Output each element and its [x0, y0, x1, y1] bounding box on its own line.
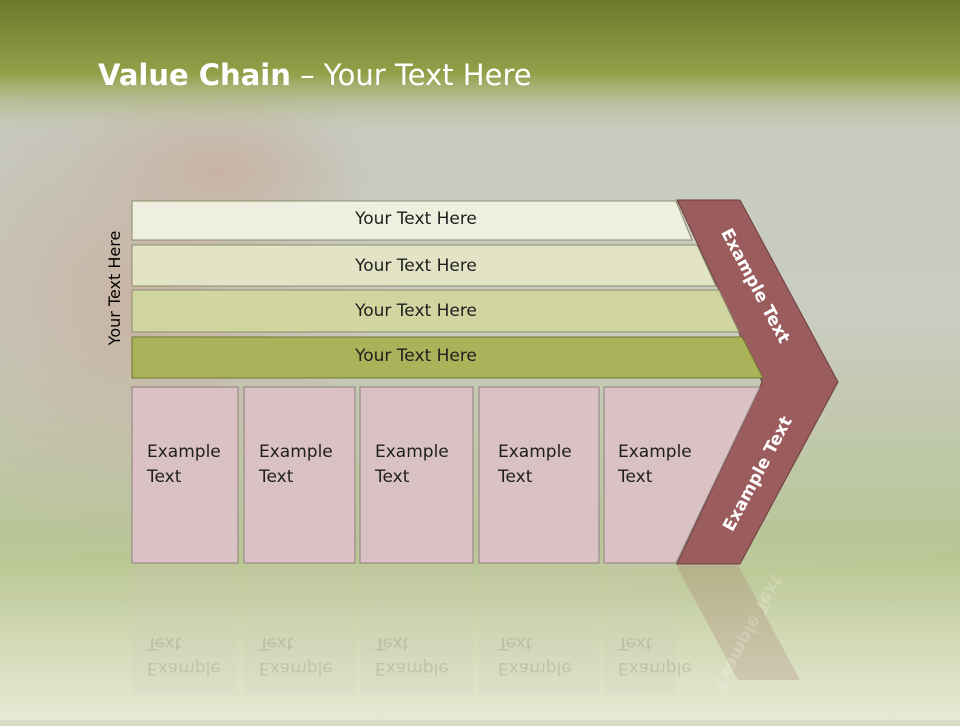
column-shape-2 [243, 386, 356, 564]
column-shape-3 [359, 386, 474, 564]
page-title: Value Chain – Your Text Here [98, 58, 532, 92]
row-shape-1 [131, 200, 693, 241]
row-label-1: Your Text Here [355, 209, 477, 229]
column-shape-5 [603, 386, 761, 564]
chevron-arrow [676, 199, 839, 565]
row-label-4: Your Text Here [355, 346, 477, 366]
reflection [132, 565, 676, 695]
column-shape-4 [478, 386, 600, 564]
row-label-2: Your Text Here [355, 256, 477, 276]
row-shape-3 [131, 289, 740, 333]
column-shape-1 [131, 386, 239, 564]
row-shape-4 [131, 336, 764, 379]
row-shape-2 [131, 244, 717, 287]
row-label-3: Your Text Here [355, 301, 477, 321]
